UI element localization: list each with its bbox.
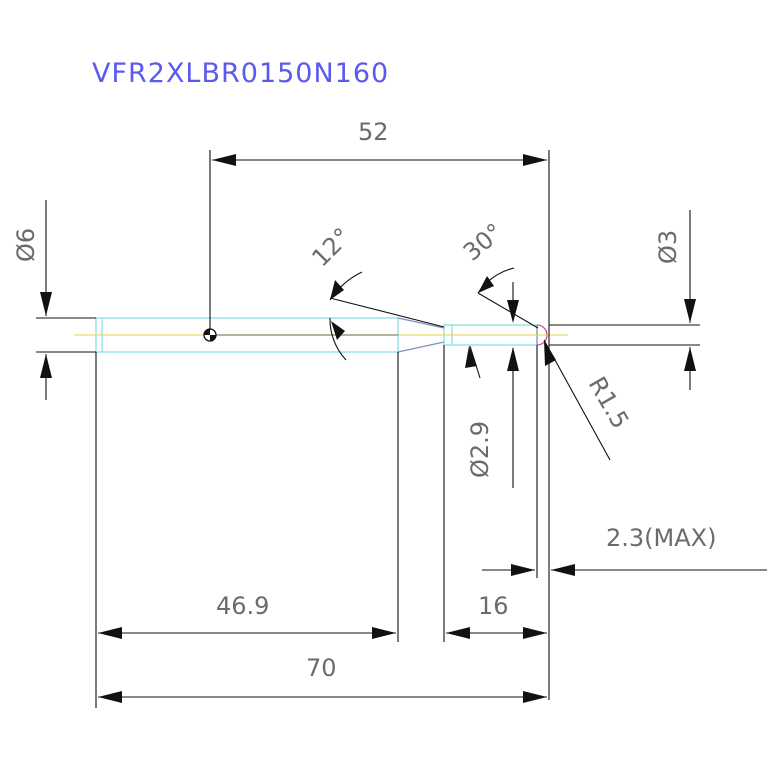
dim-overall-length: 70 [98, 654, 547, 703]
dim-shank-length-label: 46.9 [216, 592, 269, 620]
dim-shank-diameter-label: Ø6 [12, 228, 40, 262]
dim-tip-angle: 30° [458, 218, 539, 329]
dim-taper-angle-label: 12° [306, 222, 356, 272]
dim-neck-diameter: Ø2.9 [465, 345, 519, 488]
dim-tip-angle-label: 30° [458, 218, 509, 267]
dim-52-label: 52 [358, 118, 389, 146]
dim-radius: R1.5 [543, 339, 634, 461]
dim-flute-length-label: 16 [478, 592, 509, 620]
taper-upper [397, 317, 445, 329]
dim-tip-diameter-label: Ø3 [654, 230, 682, 264]
dim-52: 52 [209, 118, 550, 700]
dim-shank-diameter: Ø6 [12, 200, 96, 400]
dim-flute-length: 16 [443, 345, 547, 642]
part-number-title: VFR2XLBR0150N160 [92, 58, 389, 89]
dim-max-offset: 2.3(MAX) [482, 345, 767, 578]
dim-max-offset-label: 2.3(MAX) [606, 524, 716, 552]
dim-neck-diameter-label: Ø2.9 [466, 421, 494, 478]
dim-tip-diameter: Ø3 [549, 210, 700, 390]
tool-outline [74, 317, 568, 353]
taper-lower [397, 341, 445, 353]
dim-overall-length-label: 70 [306, 654, 337, 682]
dim-taper-angle: 12° [306, 222, 445, 361]
dim-shank-length: 46.9 [95, 352, 399, 708]
center-mark [203, 328, 217, 342]
